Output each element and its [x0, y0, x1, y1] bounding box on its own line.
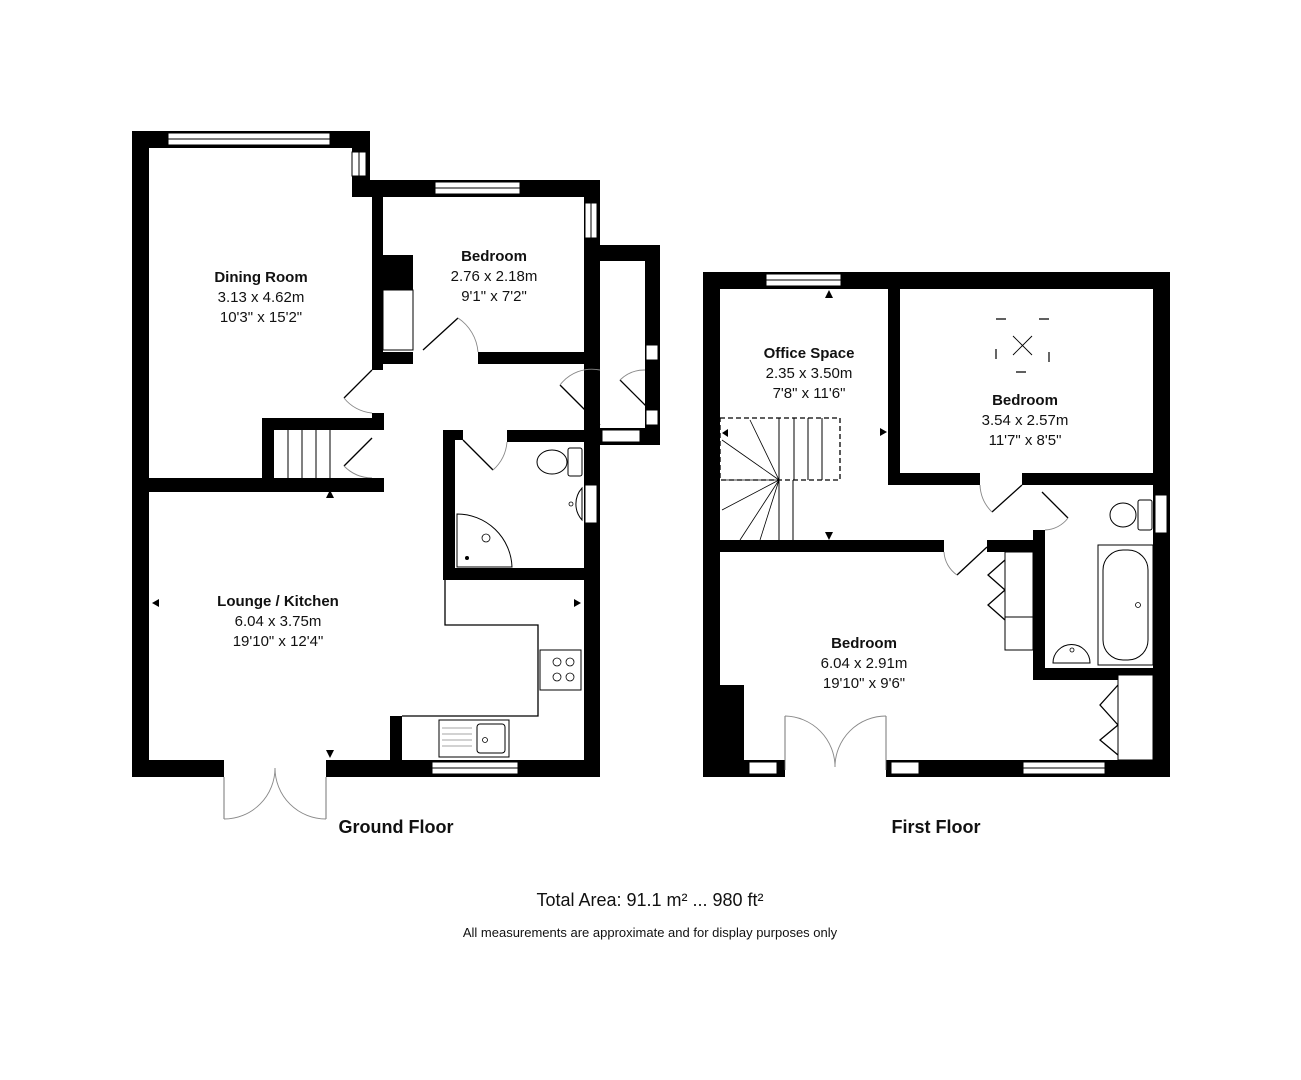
bath-icon: [1097, 544, 1154, 666]
skylight-icon: [995, 318, 1050, 373]
room-imperial: 11'7" x 8'5": [988, 432, 1062, 449]
room-metric: 2.76 x 2.18m: [450, 268, 538, 285]
floor-title-first: First Floor: [891, 817, 981, 837]
room-label-bedroom-first-right: Bedroom 3.54 x 2.57m 11'7" x 8'5": [982, 391, 1069, 451]
room-name: Office Space: [763, 345, 855, 362]
room-label-bedroom-first-main: Bedroom 6.04 x 2.91m 19'10" x 9'6": [821, 634, 908, 694]
toilet-icon: [1109, 499, 1153, 531]
shower-icon: [456, 513, 513, 568]
disclaimer: All measurements are approximate and for…: [462, 925, 838, 940]
room-imperial: 19'10" x 12'4": [232, 633, 324, 650]
basin-icon: [1052, 644, 1091, 664]
room-metric: 2.35 x 3.50m: [765, 365, 853, 382]
room-imperial: 19'10" x 9'6": [822, 675, 906, 692]
room-label-dining-room: Dining Room 3.13 x 4.62m 10'3" x 15'2": [214, 268, 307, 328]
first-floor-plan: [703, 272, 1170, 777]
room-label-office-space: Office Space 2.35 x 3.50m 7'8" x 11'6": [764, 344, 855, 404]
hob-icon: [539, 649, 582, 691]
window: [584, 484, 598, 524]
room-metric: 6.04 x 3.75m: [234, 613, 322, 630]
window: [890, 761, 920, 775]
room-name: Bedroom: [992, 392, 1058, 409]
staircase: [287, 430, 331, 480]
ground-floor-plan: [132, 131, 660, 820]
room-metric: 6.04 x 2.91m: [820, 655, 908, 672]
room-label-bedroom-ground: Bedroom 2.76 x 2.18m 9'1" x 7'2": [451, 247, 538, 307]
total-area: Total Area: 91.1 m² ... 980 ft²: [536, 890, 764, 910]
room-label-lounge-kitchen: Lounge / Kitchen 6.04 x 3.75m 19'10" x 1…: [217, 592, 339, 652]
wall-left: [132, 131, 149, 777]
staircase: [719, 417, 841, 541]
french-doors: [223, 767, 327, 820]
floor-title-ground: Ground Floor: [338, 817, 454, 837]
french-doors: [784, 715, 887, 770]
room-imperial: 9'1" x 7'2": [461, 288, 527, 305]
room-name: Bedroom: [831, 635, 897, 652]
room-metric: 3.54 x 2.57m: [981, 412, 1069, 429]
window: [601, 429, 641, 443]
room-imperial: 10'3" x 15'2": [219, 309, 303, 326]
basin-icon: [568, 486, 583, 522]
room-name: Bedroom: [461, 248, 527, 265]
room-name: Dining Room: [214, 269, 308, 286]
toilet-icon: [536, 447, 583, 477]
room-imperial: 7'8" x 11'6": [772, 385, 846, 402]
room-metric: 3.13 x 4.62m: [217, 289, 305, 306]
window: [748, 761, 778, 775]
window: [1154, 494, 1168, 534]
room-name: Lounge / Kitchen: [217, 593, 339, 610]
